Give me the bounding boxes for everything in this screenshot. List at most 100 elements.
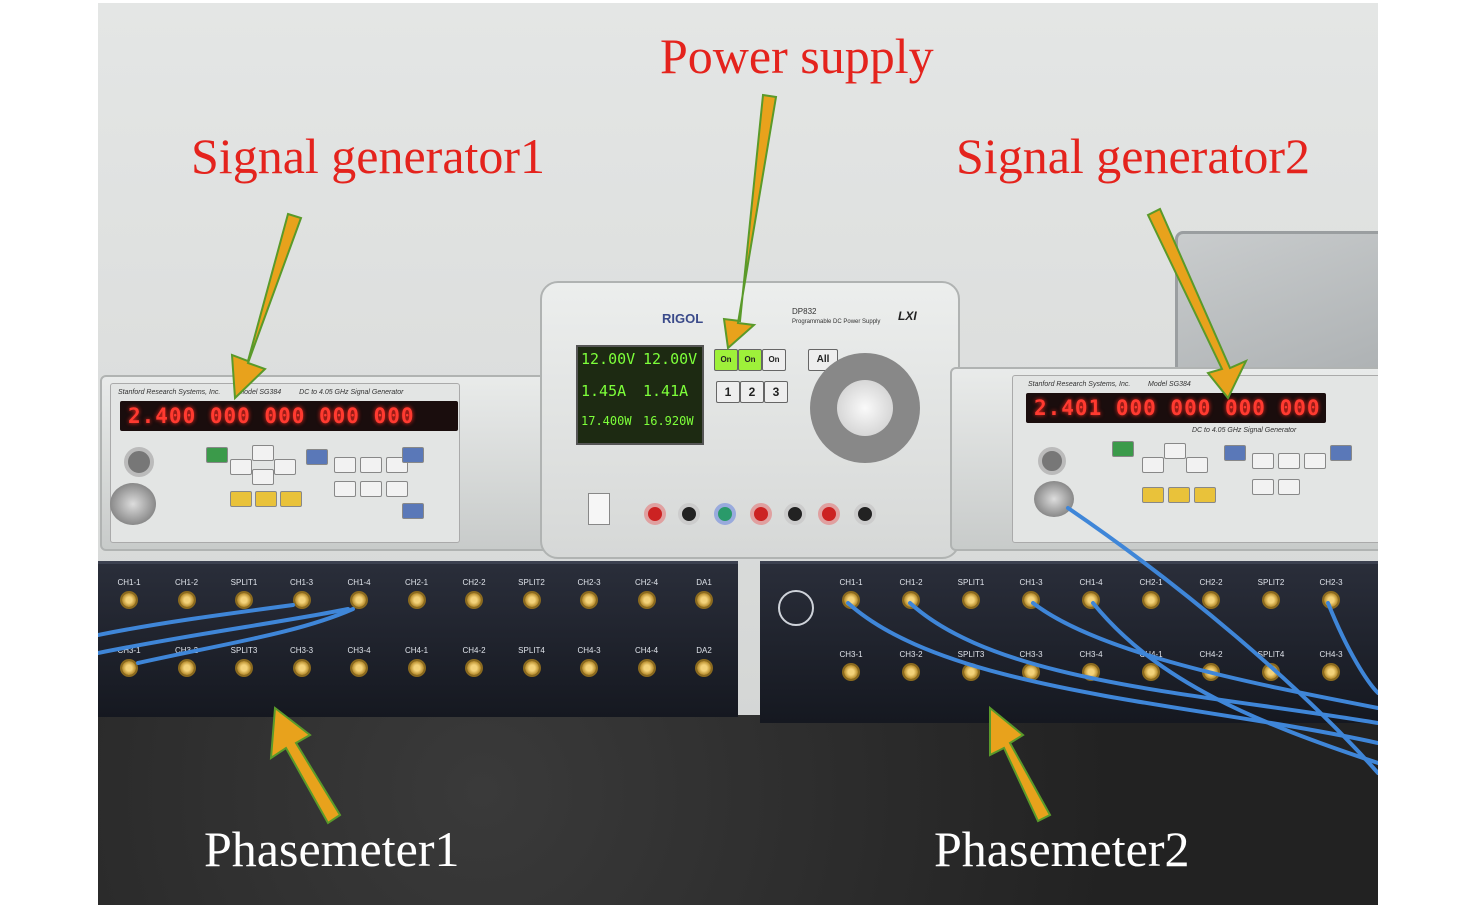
port-connector[interactable]: SPLIT3 [944, 650, 998, 679]
sma-connector-icon [524, 593, 539, 607]
sg1-onoff-key[interactable] [206, 447, 228, 463]
port-connector[interactable]: CH1-3 [275, 578, 329, 607]
cable [98, 607, 350, 655]
ch3-positive-terminal[interactable] [818, 503, 840, 525]
sma-connector-icon [904, 665, 918, 679]
sg1-key[interactable] [360, 481, 382, 497]
port-connector[interactable]: CH3-4 [332, 646, 386, 675]
port-connector[interactable]: CH3-2 [160, 646, 214, 675]
port-connector[interactable]: CH2-2 [1184, 578, 1238, 607]
port-connector[interactable]: CH2-1 [390, 578, 444, 607]
sg1-left-key[interactable] [230, 459, 252, 475]
ch2-positive-terminal[interactable] [750, 503, 772, 525]
power-switch[interactable] [588, 493, 610, 525]
port-connector[interactable]: CH4-4 [620, 646, 674, 675]
port-connector[interactable]: CH3-2 [884, 650, 938, 679]
sg1-phase-key[interactable] [255, 491, 277, 507]
port-connector[interactable]: SPLIT2 [505, 578, 559, 607]
sg2-onoff-key[interactable] [1112, 441, 1134, 457]
sma-connector-icon [294, 661, 309, 675]
port-connector[interactable]: CH3-3 [275, 646, 329, 675]
port-label: CH1-3 [289, 578, 314, 587]
port-connector[interactable]: SPLIT2 [1244, 578, 1298, 607]
ch3-on-button[interactable]: On [762, 349, 786, 371]
sg2-left-key[interactable] [1142, 457, 1164, 473]
port-connector[interactable]: SPLIT1 [944, 578, 998, 607]
port-label: CH3-3 [289, 646, 314, 655]
sg2-key[interactable] [1278, 453, 1300, 469]
channel-3-button[interactable]: 3 [764, 381, 788, 403]
sg1-down-key[interactable] [252, 469, 274, 485]
sg1-n-connector [110, 483, 156, 525]
ch1-negative-terminal[interactable] [678, 503, 700, 525]
port-connector[interactable]: CH1-2 [160, 578, 214, 607]
ch1-on-button[interactable]: On [714, 349, 738, 371]
sma-connector-icon [904, 593, 918, 607]
port-connector[interactable]: CH4-3 [1304, 650, 1358, 679]
port-label: CH4-2 [462, 646, 486, 655]
sma-connector-icon [1204, 593, 1218, 607]
lxi-logo: LXI [898, 309, 917, 323]
ch2-on-button[interactable]: On [738, 349, 762, 371]
sg2-frequency-readout: 2.401 000 000 000 000 [1034, 396, 1321, 420]
sg2-ampl-key[interactable] [1194, 487, 1216, 503]
sg1-key[interactable] [360, 457, 382, 473]
sma-connector-icon [964, 665, 978, 679]
port-connector[interactable]: CH2-3 [562, 578, 616, 607]
label-phasemeter1: Phasemeter1 [204, 821, 460, 877]
sma-connector-icon [122, 593, 136, 607]
sg2-unit-key[interactable] [1330, 445, 1352, 461]
port-connector[interactable]: DA1 [677, 578, 731, 607]
channel-1-button[interactable]: 1 [716, 381, 740, 403]
port-connector[interactable]: CH3-1 [824, 650, 878, 679]
sg2-freq-key[interactable] [1142, 487, 1164, 503]
sg2-key[interactable] [1252, 479, 1274, 495]
port-connector[interactable]: CH4-1 [390, 646, 444, 675]
port-connector[interactable]: CH2-4 [620, 578, 674, 607]
port-connector[interactable]: CH1-4 [332, 578, 386, 607]
sg1-key[interactable] [386, 481, 408, 497]
lab-photo: Stanford Research Systems, Inc. Model SG… [98, 3, 1378, 905]
sg1-key[interactable] [334, 481, 356, 497]
port-connector[interactable]: DA2 [677, 646, 731, 675]
ch3-negative-terminal[interactable] [854, 503, 876, 525]
sg1-right-key[interactable] [274, 459, 296, 475]
sg1-freq-key[interactable] [230, 491, 252, 507]
port-connector[interactable]: SPLIT1 [217, 578, 271, 607]
ch1-positive-terminal[interactable] [644, 503, 666, 525]
port-connector[interactable]: CH2-1 [1124, 578, 1178, 607]
port-connector[interactable]: CH2-2 [447, 578, 501, 607]
sg1-shift-key[interactable] [306, 449, 328, 465]
ps-knob[interactable] [837, 380, 893, 436]
sg2-up-key[interactable] [1164, 443, 1186, 459]
port-connector[interactable]: CH3-3 [1004, 650, 1058, 679]
sg1-key[interactable] [334, 457, 356, 473]
port-connector[interactable]: SPLIT4 [505, 646, 559, 675]
port-connector[interactable]: CH4-2 [447, 646, 501, 675]
com-terminal[interactable] [784, 503, 806, 525]
sma-connector-icon [697, 593, 711, 607]
channel-2-button[interactable]: 2 [740, 381, 764, 403]
port-label: DA2 [696, 646, 712, 655]
sg1-unit-key[interactable] [402, 503, 424, 519]
port-connector[interactable]: CH3-1 [102, 646, 156, 675]
sg2-key[interactable] [1304, 453, 1326, 469]
ps-lcd: 12.00V 12.00V 1.45A 1.41A 17.400W 16.920… [576, 345, 704, 445]
ground-terminal[interactable] [714, 503, 736, 525]
sg1-output-connector [124, 447, 154, 477]
label-power-supply: Power supply [660, 28, 934, 84]
port-connector[interactable]: CH1-2 [884, 578, 938, 607]
sg2-key[interactable] [1252, 453, 1274, 469]
sg1-up-key[interactable] [252, 445, 274, 461]
sg2-range: DC to 4.05 GHz Signal Generator [1192, 427, 1297, 434]
sg2-shift-key[interactable] [1224, 445, 1246, 461]
sma-connector-icon [1324, 665, 1338, 679]
port-connector[interactable]: CH1-1 [102, 578, 156, 607]
sg2-right-key[interactable] [1186, 457, 1208, 473]
port-connector[interactable]: CH4-3 [562, 646, 616, 675]
sg2-key[interactable] [1278, 479, 1300, 495]
sg1-ampl-key[interactable] [280, 491, 302, 507]
port-connector[interactable]: SPLIT3 [217, 646, 271, 675]
sg2-phase-key[interactable] [1168, 487, 1190, 503]
sg1-unit-key[interactable] [402, 447, 424, 463]
